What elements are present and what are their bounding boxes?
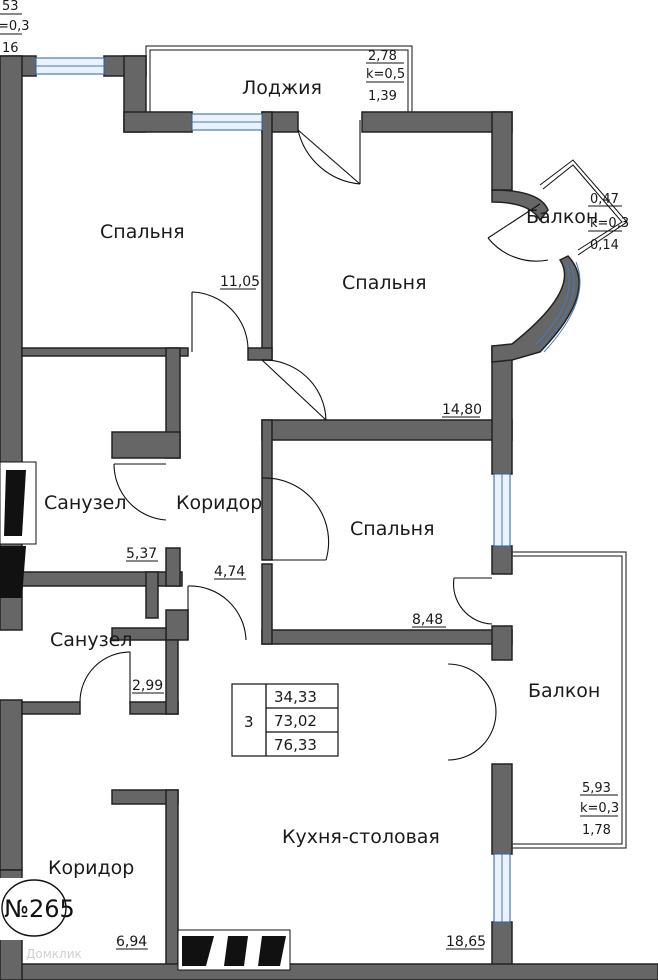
outdoor-name-loggia: Лоджия xyxy=(242,77,322,99)
summary-total-with-balconies: 76,33 xyxy=(274,736,317,754)
outdoor-coef-balcony-small: k=0,3 xyxy=(590,216,629,231)
room-area-bedroom-right: 14,80 xyxy=(442,402,482,418)
outdoor-name-balcony-small: Балкон xyxy=(526,206,598,228)
room-name-bedroom-top-left: Спальня xyxy=(100,221,185,243)
summary-total-area: 73,02 xyxy=(274,712,317,730)
summary-living-area: 34,33 xyxy=(274,688,317,706)
outdoor-coef-loggia: k=0,5 xyxy=(366,67,405,82)
stair-fragment xyxy=(0,461,37,598)
plan-number-badge: №265 xyxy=(0,878,75,940)
edge-fragment-reduced: 16 xyxy=(2,41,19,56)
room-area-bathroom-lower: 2,99 xyxy=(132,678,163,694)
windows xyxy=(35,57,581,923)
room-area-bedroom-middle: 8,48 xyxy=(412,612,443,628)
walls xyxy=(0,55,658,980)
doors xyxy=(79,120,549,761)
outdoor-reduced-balcony-large: 1,78 xyxy=(582,823,611,838)
summary-rooms: 3 xyxy=(244,713,254,731)
room-area-corridor-center: 4,74 xyxy=(214,564,245,580)
room-area-bedroom-top-left: 11,05 xyxy=(220,274,260,290)
room-area-kitchen: 18,65 xyxy=(446,934,486,950)
room-name-bathroom-lower: Санузел xyxy=(50,629,133,651)
outdoor-coef-balcony-large: k=0,3 xyxy=(580,801,619,816)
outdoor-area-balcony-large: 5,93 xyxy=(582,781,611,796)
outdoor-area-balcony-small: 0,47 xyxy=(590,192,619,207)
summary-table: 3 34,33 73,02 76,33 xyxy=(231,683,339,757)
bottom-stair-fragment xyxy=(177,929,291,971)
plan-number: №265 xyxy=(4,895,75,923)
watermark-logo-text: Домклик xyxy=(26,947,82,961)
room-name-bedroom-middle: Спальня xyxy=(350,518,435,540)
room-name-bathroom-upper: Санузел xyxy=(44,492,127,514)
outdoor-name-balcony-large: Балкон xyxy=(528,680,600,702)
edge-fragment-coef: =0,3 xyxy=(0,19,30,34)
outdoor-area-loggia: 2,78 xyxy=(368,49,397,64)
outdoor-reduced-loggia: 1,39 xyxy=(368,89,397,104)
outdoor-reduced-balcony-small: 0,14 xyxy=(590,238,619,253)
room-name-bedroom-right: Спальня xyxy=(342,272,427,294)
edge-fragment-area: 53 xyxy=(2,0,19,14)
balcony-large-railing xyxy=(510,551,627,849)
balcony-small-railing xyxy=(539,159,628,256)
room-area-bathroom-upper: 5,37 xyxy=(126,546,157,562)
room-name-corridor-bottom: Коридор xyxy=(48,857,134,879)
room-area-corridor-bottom: 6,94 xyxy=(116,934,147,950)
room-name-corridor-center: Коридор xyxy=(176,492,262,514)
room-name-kitchen: Кухня-столовая xyxy=(282,826,440,848)
